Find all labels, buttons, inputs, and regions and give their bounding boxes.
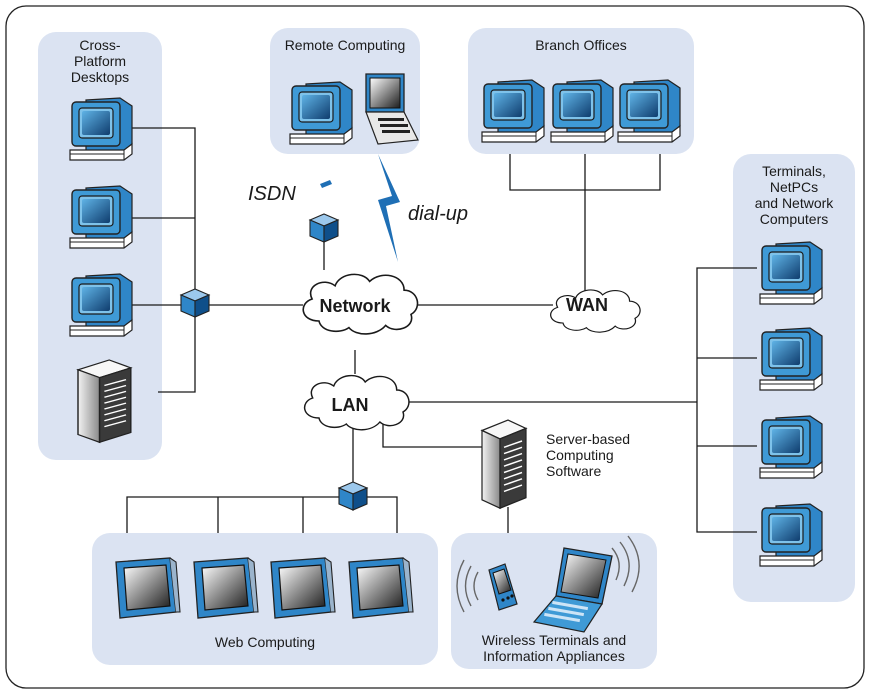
connection-lines — [126, 127, 757, 533]
web-flat-monitor-icon — [115, 557, 181, 619]
isdn-label: ISDN — [248, 183, 296, 205]
web-flat-monitor-icon — [348, 557, 414, 619]
web-flat-monitor-icon — [270, 557, 336, 619]
server-label-3: Software — [546, 463, 601, 479]
web-computing-label: Web Computing — [215, 634, 315, 650]
desktop-monitor-icon — [69, 185, 133, 249]
hub-icon — [180, 288, 210, 318]
lan-label: LAN — [332, 395, 369, 415]
server-tower-icon — [481, 419, 527, 509]
remote-computing-label: Remote Computing — [285, 37, 406, 53]
wireless-signal-icon — [456, 535, 640, 613]
terminal-monitor-icon — [759, 503, 823, 567]
cross-platform-label-2: Platform — [74, 53, 126, 69]
desktop-monitor-icon — [69, 273, 133, 337]
isdn-hub-icon — [309, 213, 339, 243]
terminal-monitor-icon — [759, 327, 823, 391]
dialup-label: dial-up — [408, 203, 468, 225]
label-terminals: Terminals, NetPCs and Network Computers — [755, 163, 835, 227]
pda-icon — [488, 563, 518, 611]
terminals-label-1: Terminals, — [762, 163, 826, 179]
server-label-2: Computing — [546, 447, 614, 463]
web-flat-monitor-icon — [193, 557, 259, 619]
wireless-label-1: Wireless Terminals and — [482, 632, 626, 648]
terminal-monitor-icon — [759, 415, 823, 479]
wireless-label-2: Information Appliances — [483, 648, 625, 664]
isdn-lightning-bolt-icon — [316, 152, 334, 212]
branch-monitor-icon — [481, 79, 545, 143]
cross-platform-label-3: Desktops — [71, 69, 129, 85]
terminals-label-2: NetPCs — [770, 179, 818, 195]
server-tower-icon — [77, 359, 132, 444]
cross-platform-label-1: Cross- — [79, 37, 121, 53]
label-cross-platform: Cross- Platform Desktops — [71, 37, 129, 85]
laptop-icon — [365, 73, 419, 145]
server-label-1: Server-based — [546, 431, 630, 447]
branch-offices-label: Branch Offices — [535, 37, 627, 53]
wan-label: WAN — [566, 295, 608, 315]
terminals-label-4: Computers — [760, 211, 828, 227]
terminals-label-3: and Network — [755, 195, 835, 211]
desktop-monitor-icon — [69, 97, 133, 161]
branch-monitor-icon — [617, 79, 681, 143]
web-hub-icon — [338, 481, 368, 511]
branch-monitor-icon — [550, 79, 614, 143]
terminal-monitor-icon — [759, 241, 823, 305]
wireless-laptop-icon — [532, 547, 613, 633]
network-label: Network — [319, 296, 391, 316]
remote-desktop-monitor-icon — [289, 81, 353, 145]
dialup-lightning-bolt-icon — [378, 154, 400, 262]
